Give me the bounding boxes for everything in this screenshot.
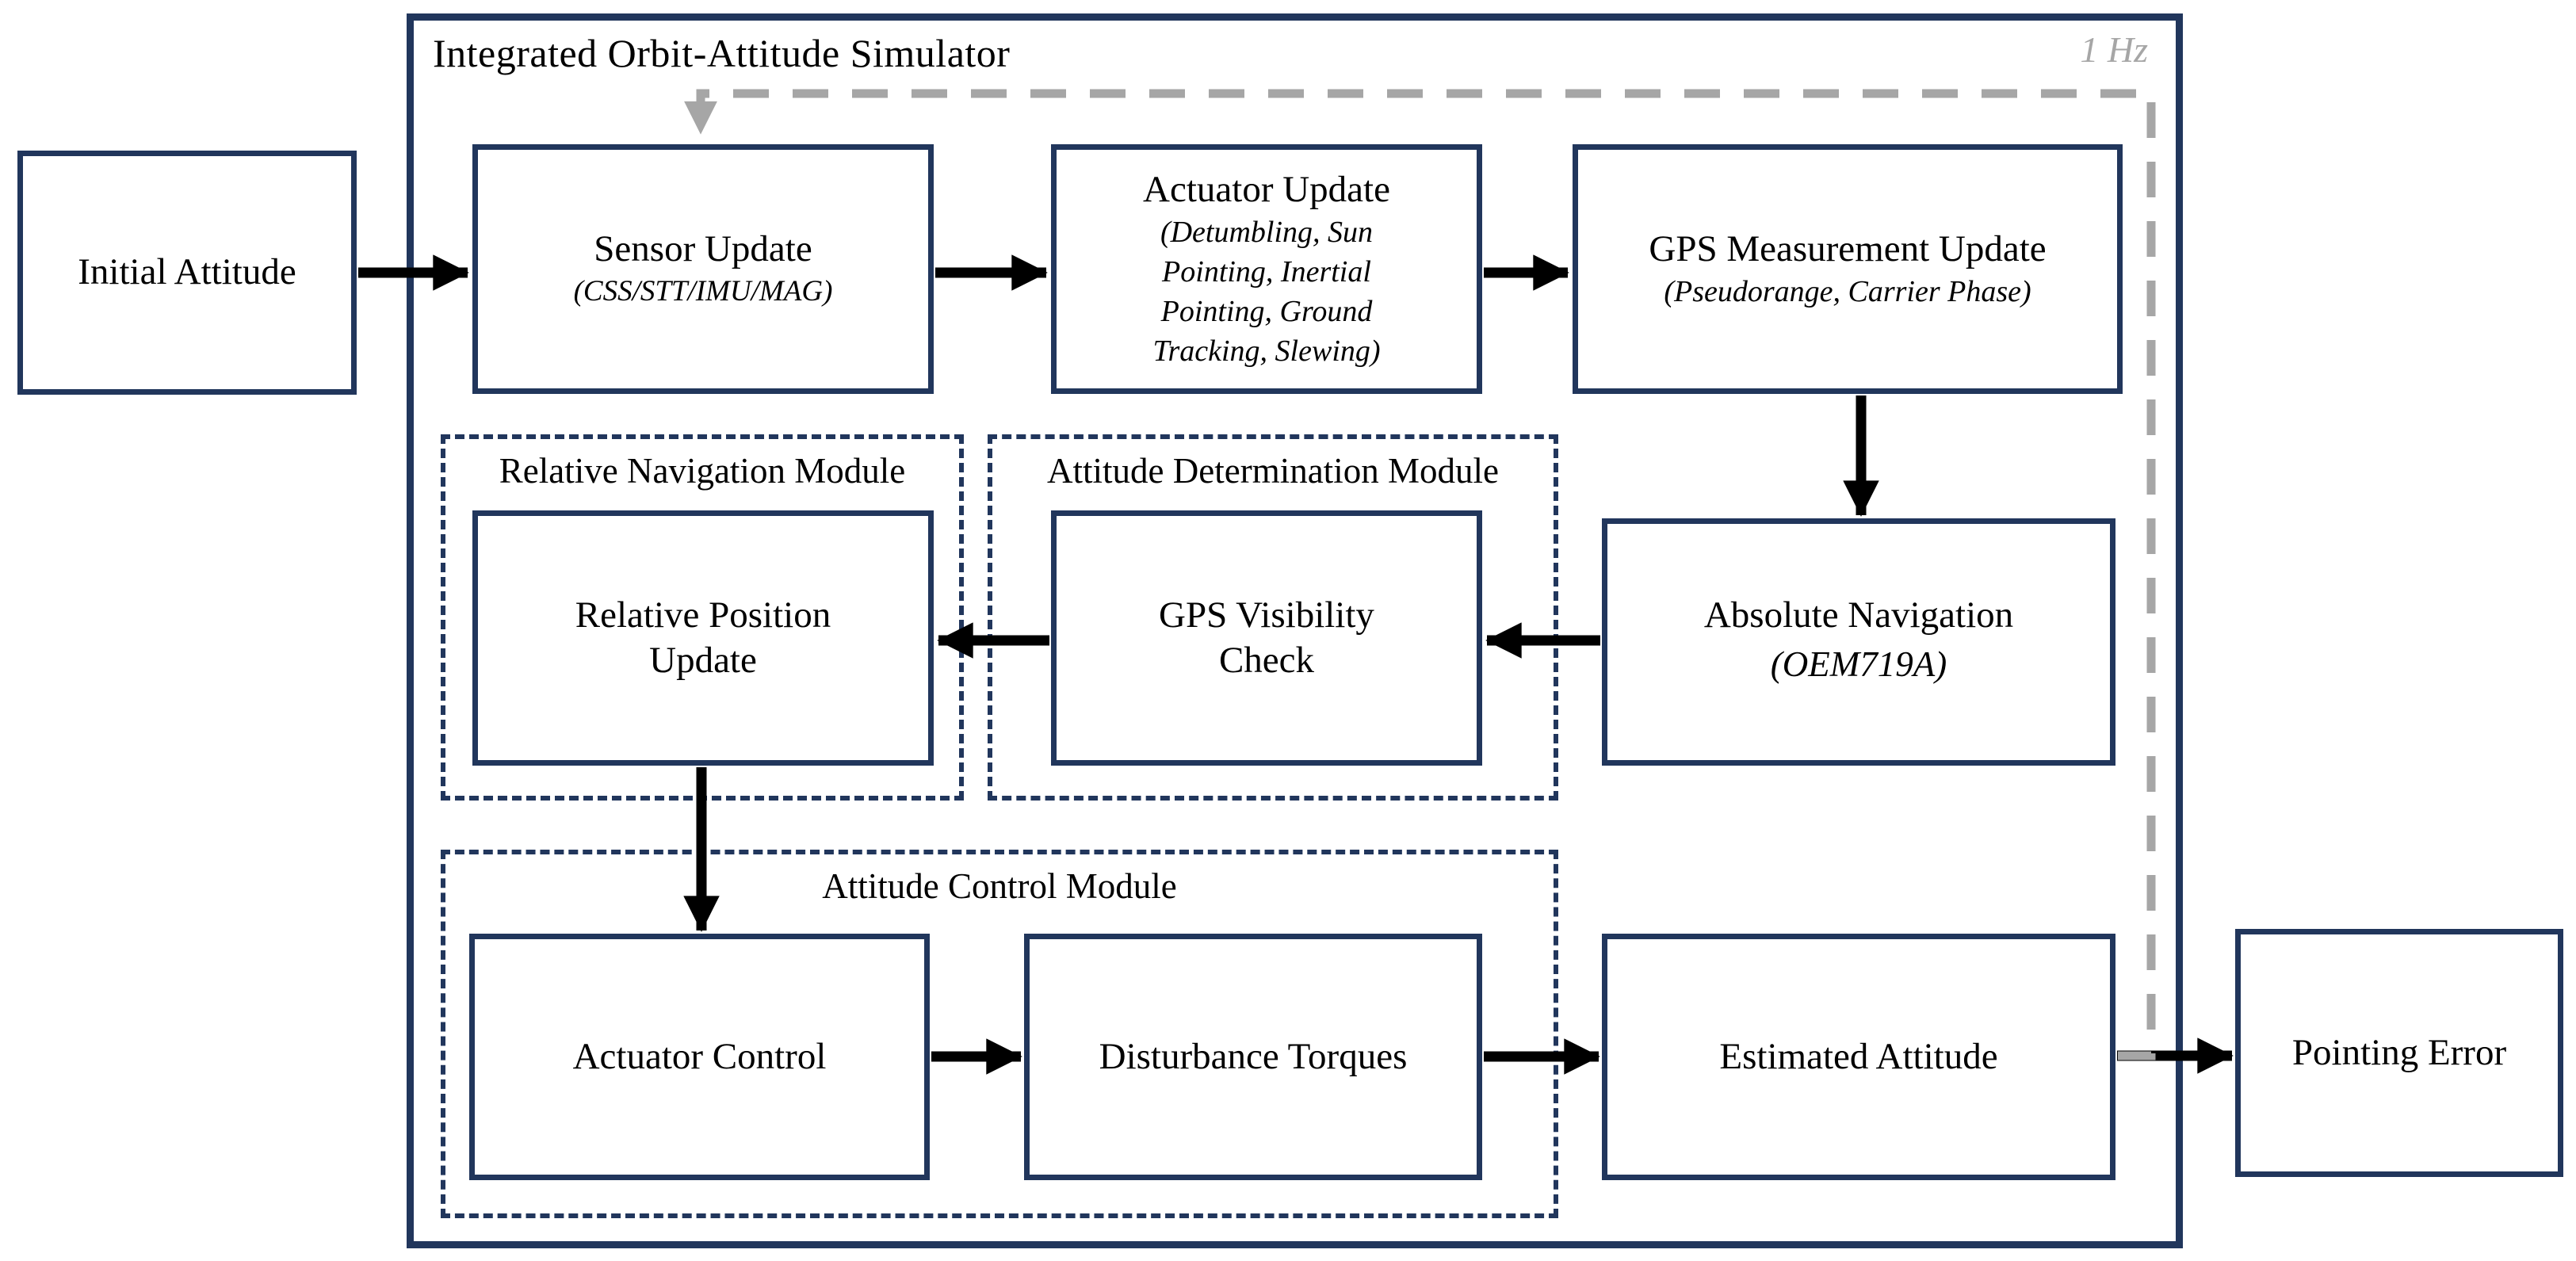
node-estimated-attitude: Estimated Attitude bbox=[1602, 934, 2115, 1180]
node-actuator-control-title: Actuator Control bbox=[572, 1035, 827, 1077]
node-disturbance-torques: Disturbance Torques bbox=[1024, 934, 1482, 1180]
node-gps-measurement-update: GPS Measurement Update (Pseudorange, Car… bbox=[1573, 144, 2123, 394]
node-pointing-error: Pointing Error bbox=[2235, 929, 2563, 1177]
node-sensor-update-title: Sensor Update bbox=[594, 228, 812, 270]
node-actuator-update-subtitle: (Detumbling, Sun Pointing, Inertial Poin… bbox=[1152, 215, 1381, 369]
node-gps-measurement-update-subtitle: (Pseudorange, Carrier Phase) bbox=[1664, 275, 2031, 309]
module-attitude-control-label: Attitude Control Module bbox=[822, 866, 1177, 906]
node-actuator-control: Actuator Control bbox=[469, 934, 930, 1180]
node-actuator-update: Actuator Update (Detumbling, Sun Pointin… bbox=[1051, 144, 1482, 394]
diagram-title: Integrated Orbit-Attitude Simulator bbox=[433, 31, 1011, 75]
module-relative-navigation-label: Relative Navigation Module bbox=[499, 451, 906, 491]
node-relative-position-update-title: Relative Position Update bbox=[575, 594, 831, 681]
node-actuator-update-title: Actuator Update bbox=[1143, 168, 1390, 210]
simulator-boundary bbox=[407, 13, 2183, 1248]
node-estimated-attitude-title: Estimated Attitude bbox=[1719, 1035, 1998, 1077]
node-gps-visibility-check-title: GPS Visibility Check bbox=[1159, 594, 1374, 681]
node-disturbance-torques-title: Disturbance Torques bbox=[1099, 1035, 1408, 1077]
node-initial-attitude-title: Initial Attitude bbox=[78, 251, 296, 293]
node-absolute-navigation-subtitle: (OEM719A) bbox=[1770, 644, 1947, 684]
node-relative-position-update: Relative Position Update bbox=[472, 510, 934, 766]
node-initial-attitude: Initial Attitude bbox=[17, 151, 357, 395]
node-gps-visibility-check: GPS Visibility Check bbox=[1051, 510, 1482, 766]
node-absolute-navigation-title: Absolute Navigation bbox=[1703, 594, 2014, 636]
node-sensor-update-subtitle: (CSS/STT/IMU/MAG) bbox=[573, 274, 833, 308]
node-pointing-error-title: Pointing Error bbox=[2291, 1031, 2507, 1073]
node-sensor-update: Sensor Update (CSS/STT/IMU/MAG) bbox=[472, 144, 934, 394]
node-gps-measurement-update-title: GPS Measurement Update bbox=[1649, 227, 2047, 269]
node-absolute-navigation: Absolute Navigation (OEM719A) bbox=[1602, 518, 2115, 766]
module-attitude-determination-label: Attitude Determination Module bbox=[1047, 451, 1499, 491]
feedback-rate-label: 1 Hz bbox=[2080, 29, 2148, 70]
